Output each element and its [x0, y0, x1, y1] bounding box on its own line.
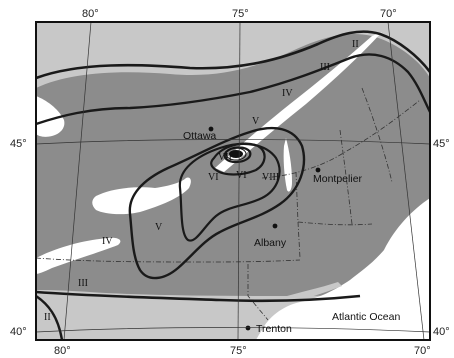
- city-markers: [208, 126, 321, 331]
- lake-ontario: [92, 177, 191, 215]
- intensity-label-iii-north: III: [320, 62, 330, 73]
- intensity-label-iii-south: III: [78, 278, 88, 289]
- coord-top-80: 80°: [82, 8, 99, 20]
- isoline-viii: [223, 146, 252, 164]
- intensity-label-iv-west: IV: [102, 236, 113, 247]
- lake-erie: [36, 237, 121, 274]
- meridian-70: [387, 21, 425, 341]
- intensity-label-ii-south: II: [44, 312, 51, 323]
- coord-right-45: 45°: [433, 138, 450, 150]
- map-body: [36, 22, 430, 340]
- map-frame: [35, 21, 431, 341]
- intensity-label-ii-north: II: [352, 39, 359, 50]
- parallel-40: [35, 327, 431, 333]
- intensity-label-vi-center: VI: [236, 170, 247, 181]
- intensity-label-iv-north: IV: [282, 88, 293, 99]
- intensity-label-vii: VII: [218, 152, 232, 163]
- long-island: [280, 282, 342, 304]
- coord-top-75: 75°: [232, 8, 249, 20]
- isoline-iii: [36, 30, 430, 80]
- isoline-iii-south: [36, 290, 361, 303]
- intensity-label-v-west: V: [155, 222, 163, 233]
- lake-champlain: [283, 138, 292, 192]
- isolines: [36, 30, 430, 340]
- coord-left-40: 40°: [10, 326, 27, 338]
- ocean-label: Atlantic Ocean: [332, 311, 400, 323]
- lake-huron: [36, 96, 65, 137]
- city-marker-trenton: [245, 325, 251, 331]
- isoline-v: [128, 126, 306, 280]
- graticule: [35, 21, 431, 341]
- city-label-trenton: Trenton: [256, 323, 292, 335]
- isoline-ii-west: [36, 295, 64, 340]
- intensity-labels: II III IV V VI VII VIII IV V VI III II: [44, 39, 359, 323]
- city-labels: Ottawa Montpelier Albany Trenton: [183, 130, 363, 335]
- st-lawrence-river: [215, 32, 382, 172]
- city-label-montpelier: Montpelier: [313, 173, 363, 185]
- meridian-80: [63, 21, 92, 341]
- intensity-label-vi-west: VI: [208, 172, 219, 183]
- boundaries: [36, 87, 421, 321]
- intensity-dark-area: [36, 33, 430, 301]
- nj-border: [247, 264, 269, 321]
- city-label-albany: Albany: [254, 237, 287, 249]
- isoline-vii: [210, 142, 266, 176]
- coord-bottom-80: 80°: [54, 345, 71, 357]
- city-marker-ottawa: [208, 126, 214, 132]
- ny-pa-border: [36, 257, 301, 263]
- coordinate-labels: 80° 75° 70° 80° 75° 70° 45° 40° 45° 40°: [10, 8, 450, 357]
- city-label-ottawa: Ottawa: [183, 130, 216, 142]
- meridian-75: [237, 21, 241, 341]
- coord-bottom-75: 75°: [230, 345, 247, 357]
- isoline-vi: [178, 142, 281, 242]
- intensity-label-v-north: V: [252, 116, 260, 127]
- intensity-label-viii: VIII: [262, 172, 279, 183]
- coord-top-70: 70°: [380, 8, 397, 20]
- isoline-iv: [36, 53, 430, 126]
- city-marker-montpelier: [315, 167, 321, 173]
- city-marker-albany: [272, 223, 278, 229]
- us-canada-border: [261, 99, 421, 179]
- coord-left-45: 45°: [10, 138, 27, 150]
- coord-right-40: 40°: [433, 326, 450, 338]
- vt-nh-border: [339, 129, 353, 225]
- atlantic-ocean: [256, 198, 430, 340]
- epicenter-halo: [225, 147, 247, 161]
- coord-bottom-70: 70°: [414, 345, 431, 357]
- parallel-45: [35, 139, 431, 145]
